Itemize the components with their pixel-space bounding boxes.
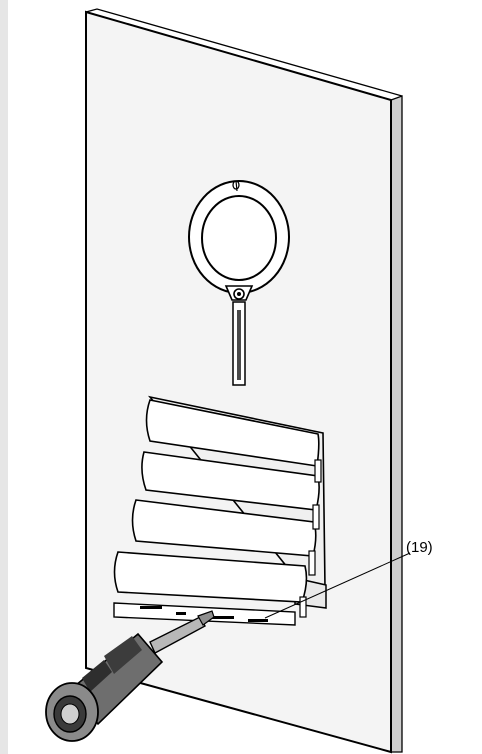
screwdriver-tool <box>45 610 215 742</box>
camera-stem <box>224 285 254 386</box>
callout-label-19: (19) <box>406 539 433 556</box>
camera-ring <box>188 180 290 294</box>
push-button-keys <box>113 399 322 618</box>
callout-leader-19 <box>264 552 411 619</box>
